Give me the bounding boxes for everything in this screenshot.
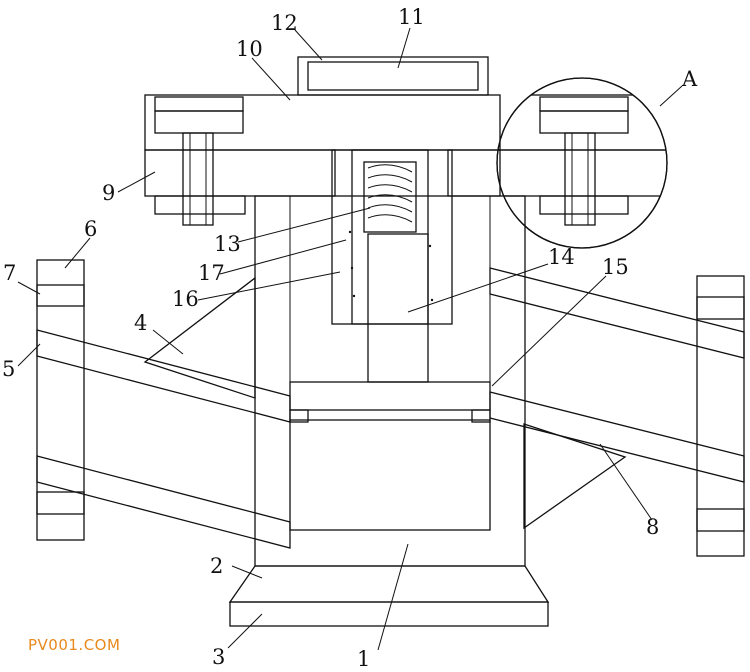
base (228, 565, 550, 627)
inlet-pipe (36, 259, 291, 549)
label-4: 4 (134, 311, 147, 335)
label-7: 7 (3, 261, 16, 285)
label-17: 17 (198, 261, 225, 285)
label-8: 8 (646, 515, 659, 539)
label-12: 12 (271, 11, 298, 35)
label-A: A (681, 67, 698, 91)
stem-assembly (331, 149, 453, 383)
left-support (143, 276, 256, 399)
label-6: 6 (84, 217, 97, 241)
label-10: 10 (236, 37, 263, 61)
detail-view-a (496, 77, 668, 249)
label-13: 13 (214, 232, 241, 256)
valve-body (254, 195, 526, 567)
cover-assembly (144, 56, 501, 226)
label-14: 14 (548, 245, 575, 269)
reference-labels: 1 2 3 4 5 6 7 8 9 10 11 12 13 14 15 16 1… (2, 5, 698, 671)
watermark-text: PV001.COM (28, 636, 121, 654)
label-1: 1 (357, 647, 370, 671)
label-11: 11 (398, 5, 425, 29)
label-9: 9 (102, 181, 115, 205)
label-3: 3 (212, 645, 225, 669)
label-2: 2 (210, 554, 223, 578)
label-5: 5 (2, 357, 15, 381)
outlet-pipe (489, 267, 745, 557)
label-15: 15 (602, 255, 629, 279)
leader-lines (17, 27, 683, 651)
label-16: 16 (172, 287, 199, 311)
right-support (523, 423, 627, 530)
